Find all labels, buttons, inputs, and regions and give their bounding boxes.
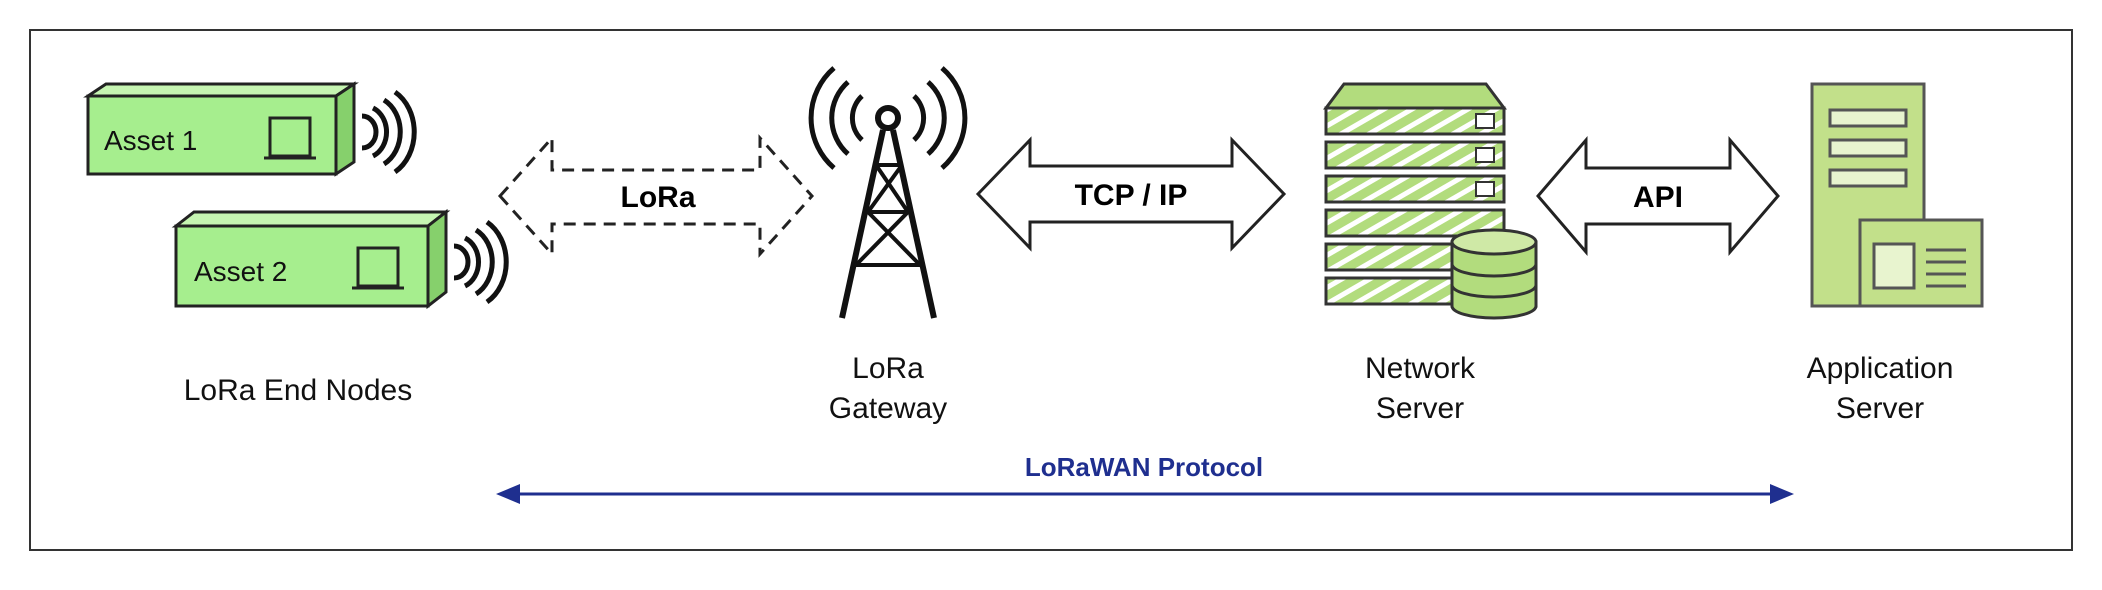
database-icon [1450,228,1538,320]
gateway-tower-icon [808,66,968,319]
application-server-label-line2: Server [1836,392,1924,425]
tcpip-link-label: TCP / IP [1075,179,1188,212]
asset-1-signal-icon [361,89,417,175]
asset-2-signal-icon [453,219,509,305]
api-link-arrow: API [1536,135,1780,257]
asset-1-label: Asset 1 [104,125,197,156]
end-nodes-label: LoRa End Nodes [184,374,413,407]
application-server-icon [1810,82,1984,308]
asset-1-port-icon [264,116,316,160]
asset-2-port-icon [352,246,404,290]
tcpip-link-arrow: TCP / IP [975,136,1287,252]
network-server-label-line1: Network [1365,352,1476,385]
network-server-label-line2: Server [1376,392,1464,425]
asset-2-label: Asset 2 [194,256,287,287]
lora-link-arrow: LoRa [497,134,815,258]
asset-1-device: Asset 1 [83,81,359,177]
gateway-label-line2: Gateway [829,392,947,425]
lorawan-protocol-label: LoRaWAN Protocol [1025,452,1263,482]
gateway-label-line1: LoRa [852,352,924,385]
asset-2-device: Asset 2 [171,208,451,310]
lora-link-label: LoRa [621,181,696,214]
api-link-label: API [1633,181,1683,214]
application-server-label-line1: Application [1807,352,1954,385]
lorawan-protocol-arrow: LoRaWAN Protocol [496,452,1794,504]
